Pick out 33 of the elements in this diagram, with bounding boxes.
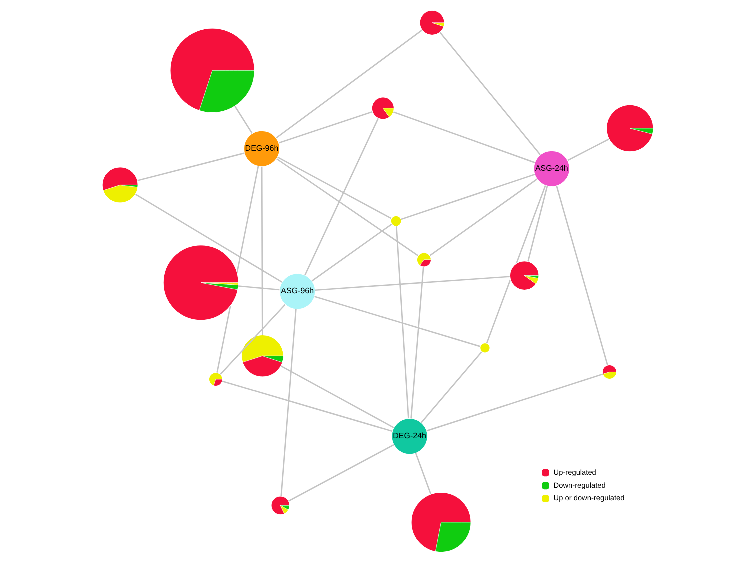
connector [280,366,394,429]
connector [137,152,244,182]
connector [314,276,510,292]
connector [280,309,296,496]
connector [134,194,282,283]
connector [314,296,480,348]
connector [439,32,540,156]
connector [234,106,252,134]
connector [567,138,609,162]
connector [276,158,418,257]
connector [414,453,432,495]
connector [277,156,392,220]
connector [556,186,608,366]
connector [400,174,535,220]
connector [420,352,482,424]
connector [304,118,379,276]
connector [278,111,372,144]
connector [393,112,535,164]
connector [527,186,548,262]
connector [276,30,422,139]
connector [395,226,409,419]
connector [486,186,546,344]
connector [222,380,392,432]
connector [311,224,392,282]
connector [288,444,394,502]
connector [260,166,263,336]
node-circle [479,342,490,354]
connector [238,286,280,291]
node-circle [390,216,402,227]
connector [220,304,286,376]
connector [426,374,603,432]
connector [429,178,538,256]
connector [410,267,424,419]
